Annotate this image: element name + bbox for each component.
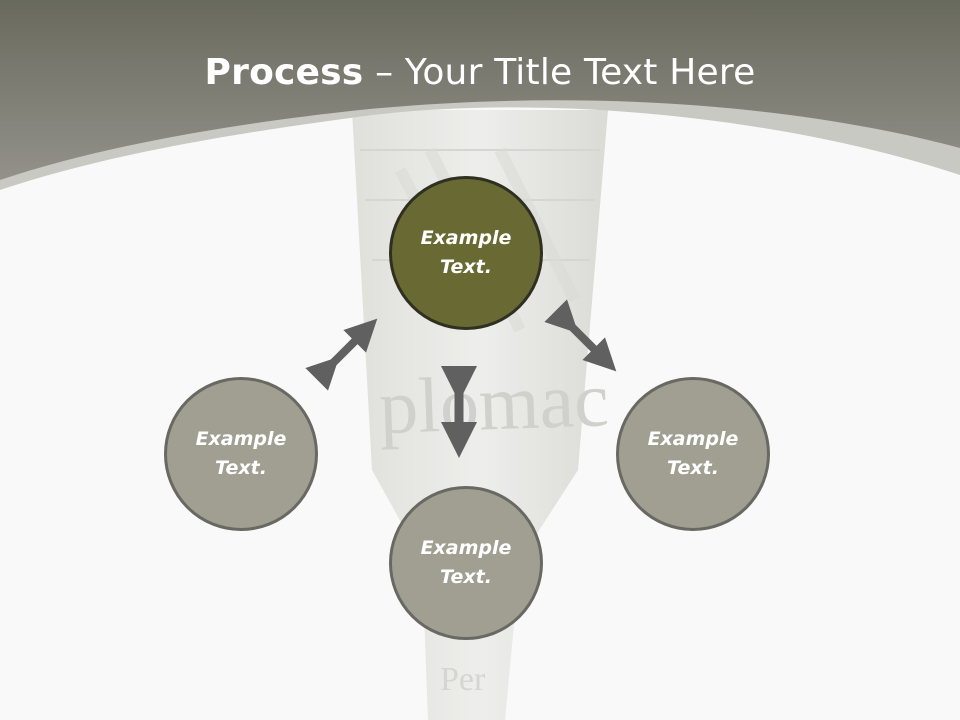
- process-node-right: Example Text.: [616, 377, 770, 531]
- arrow-top-left: [305, 318, 378, 391]
- process-node-top: Example Text.: [389, 176, 543, 330]
- slide-title: Process – Your Title Text Here: [0, 52, 960, 93]
- svg-text:Per: Per: [440, 661, 486, 698]
- header-band: [0, 0, 960, 180]
- process-node-left: Example Text.: [164, 377, 318, 531]
- arrow-top-right: [544, 299, 617, 372]
- node-label: Example Text.: [647, 428, 739, 479]
- title-rest: – Your Title Text Here: [363, 52, 756, 93]
- node-label: Example Text.: [420, 227, 512, 278]
- process-node-bottom: Example Text.: [389, 486, 543, 640]
- title-strong: Process: [204, 52, 364, 93]
- node-label: Example Text.: [420, 537, 512, 588]
- node-label: Example Text.: [195, 428, 287, 479]
